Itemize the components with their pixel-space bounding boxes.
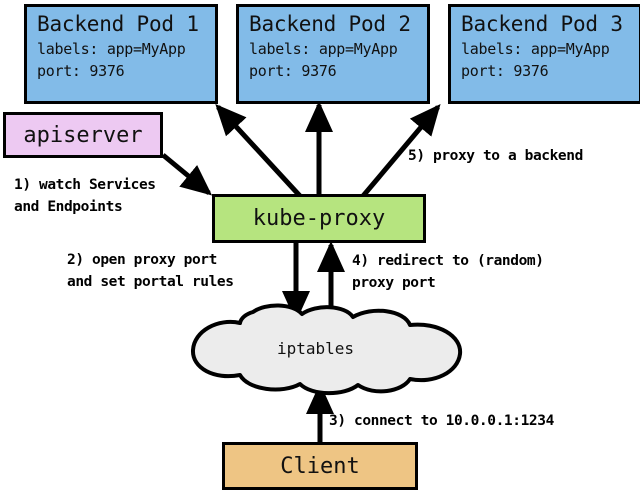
edge-apiserver-to-kubeproxy <box>161 153 213 196</box>
pod-labels-line: labels: app=MyApp <box>249 40 398 58</box>
iptables-label: iptables <box>277 339 355 358</box>
client-label: Client <box>280 453 360 479</box>
step-1-label-line-1: 1) watch Services <box>14 177 156 193</box>
edge-kubeproxy-to-pod1 <box>215 104 302 198</box>
kube-proxy-node: kube-proxy <box>212 194 426 243</box>
step-2-label-line-1: 2) open proxy port <box>67 252 217 268</box>
pod-port-line: port: 9376 <box>249 62 337 80</box>
backend-pod-2: Backend Pod 2 labels: app=MyApp port: 93… <box>236 4 430 104</box>
apiserver-label: apiserver <box>23 122 143 148</box>
pod-title: Backend Pod 3 <box>461 12 623 36</box>
kube-proxy-label: kube-proxy <box>252 206 386 231</box>
backend-pod-3: Backend Pod 3 labels: app=MyApp port: 93… <box>448 4 640 104</box>
client-node: Client <box>222 442 418 490</box>
step-1-label-line-2: and Endpoints <box>14 199 123 215</box>
pod-port-line: port: 9376 <box>37 62 125 80</box>
pod-labels-line: labels: app=MyApp <box>37 40 186 58</box>
pod-labels-line: labels: app=MyApp <box>461 40 610 58</box>
step-5-label: 5) proxy to a backend <box>408 148 583 164</box>
step-4-label-line-2: proxy port <box>352 275 436 291</box>
step-3-label: 3) connect to 10.0.0.1:1234 <box>329 413 554 429</box>
pod-title: Backend Pod 2 <box>249 12 411 36</box>
pod-title: Backend Pod 1 <box>37 12 199 36</box>
apiserver-node: apiserver <box>3 112 163 158</box>
step-2-label-line-2: and set portal rules <box>67 274 234 290</box>
backend-pod-1: Backend Pod 1 labels: app=MyApp port: 93… <box>24 4 218 104</box>
step-4-label-line-1: 4) redirect to (random) <box>352 253 544 269</box>
pod-port-line: port: 9376 <box>461 62 549 80</box>
